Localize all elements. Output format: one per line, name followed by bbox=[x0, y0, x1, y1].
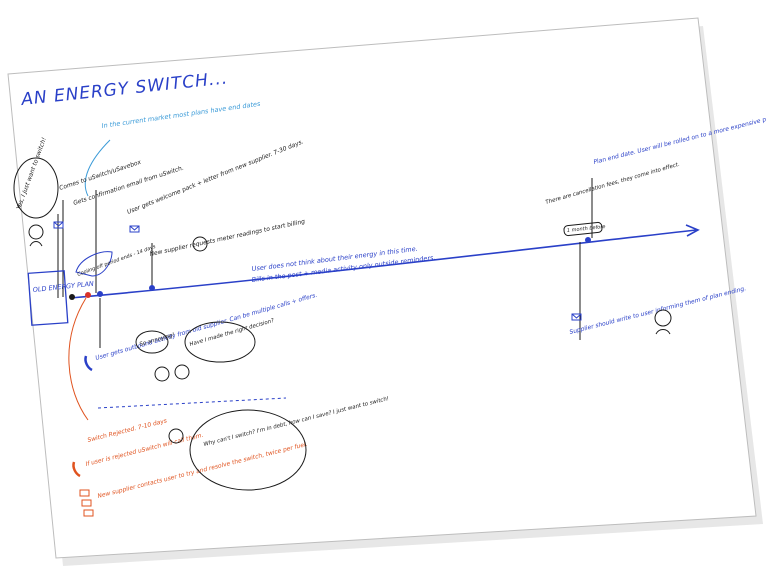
person-head bbox=[192, 236, 208, 252]
market-note-curve bbox=[84, 139, 111, 197]
speech-bubble bbox=[184, 321, 256, 363]
mail-icon bbox=[129, 225, 140, 233]
timeline-dot-start bbox=[69, 294, 75, 300]
cooling-off-bubble bbox=[75, 251, 113, 277]
one-month-before-box bbox=[563, 221, 603, 237]
paper-sheet bbox=[7, 17, 763, 566]
phone-icon bbox=[72, 461, 81, 478]
timeline-line bbox=[69, 229, 697, 299]
timeline-dot-blue bbox=[97, 291, 103, 297]
timeline-dot-meter bbox=[149, 285, 155, 291]
note-one-month-before: 1 month before bbox=[567, 224, 606, 234]
mail-icon bbox=[571, 313, 582, 321]
timeline-dot-end bbox=[585, 237, 591, 243]
rejection-curve bbox=[68, 297, 89, 421]
mail-icon bbox=[53, 221, 64, 229]
divider-line bbox=[97, 397, 287, 409]
phone-icon bbox=[84, 355, 93, 372]
speech-bubble bbox=[13, 157, 59, 219]
timeline-dot-red bbox=[85, 292, 91, 298]
speech-bubble bbox=[189, 409, 307, 491]
person-head bbox=[654, 309, 672, 335]
person-head bbox=[168, 428, 184, 444]
timeline-arrowhead bbox=[685, 224, 700, 237]
person-head bbox=[28, 224, 44, 240]
person-head bbox=[154, 364, 190, 382]
mail-icon bbox=[79, 489, 94, 517]
speech-bubble bbox=[135, 330, 169, 354]
